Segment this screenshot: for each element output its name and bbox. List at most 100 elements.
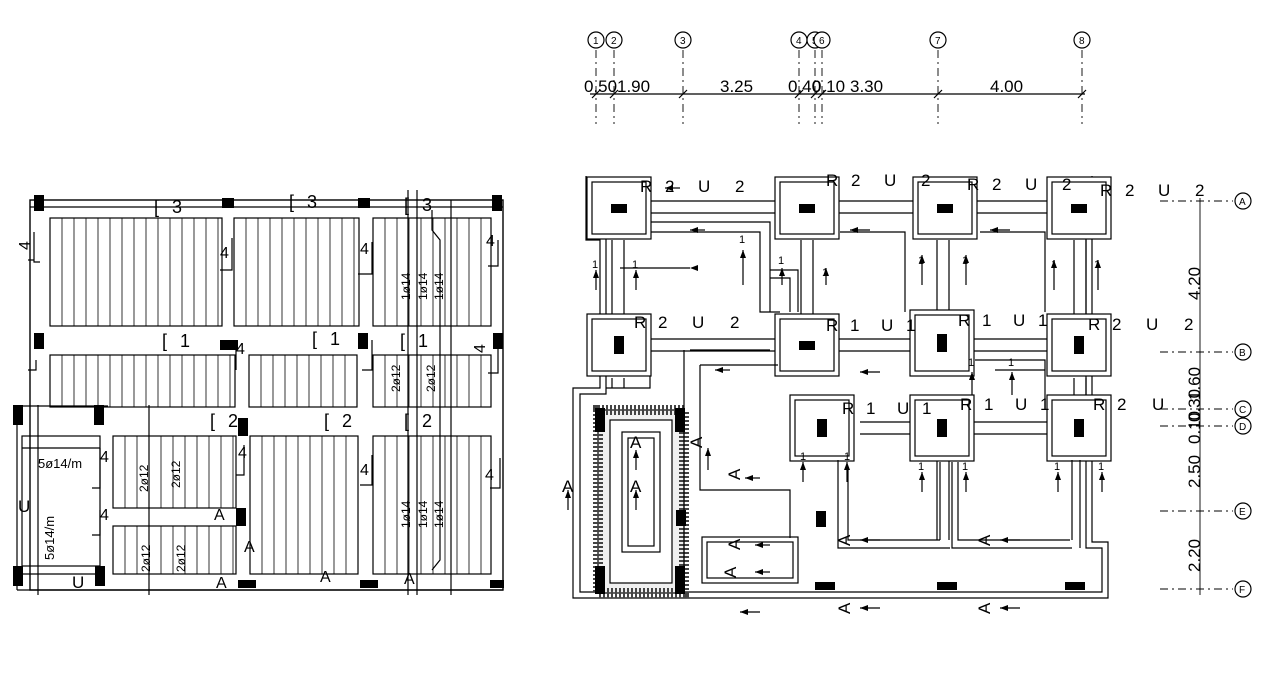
arrow-head — [844, 462, 850, 470]
pedestal — [937, 419, 947, 437]
bar-label: 1ø14 — [416, 500, 430, 528]
section-mark: 1 — [739, 234, 745, 246]
footing-mark: U — [1146, 315, 1158, 334]
strip-bracket: [ — [162, 331, 167, 351]
footing-mark: 2 — [1062, 175, 1071, 194]
strip-mark: 2 — [228, 411, 238, 431]
arrow-head — [593, 270, 599, 278]
slab-panel — [372, 354, 492, 408]
slab-plan — [13, 190, 504, 595]
grid-bubble-label: B — [1239, 348, 1246, 359]
arrow-head — [633, 490, 639, 498]
bar-label: A — [404, 571, 415, 588]
bar-label: A — [320, 569, 331, 586]
grid-bubble-label: D — [1239, 422, 1246, 433]
pedestal — [937, 334, 947, 352]
grid-bubble — [605, 31, 623, 49]
arrow-head — [860, 605, 868, 611]
footing-inner — [917, 181, 973, 235]
section-mark: 1 — [968, 357, 974, 369]
grid-bubble — [929, 31, 947, 49]
arrow-head — [969, 372, 975, 380]
side-dim-text: 2.20 — [1185, 539, 1204, 572]
strip-bracket: [ — [210, 411, 215, 431]
footing-mark: R — [960, 395, 972, 414]
footing-mark: R — [634, 313, 646, 332]
dim-text: 0.50 — [584, 77, 617, 96]
pedestal — [611, 204, 627, 213]
arrow-head — [963, 472, 969, 480]
arrow-head — [705, 448, 711, 456]
bar-label: 2ø12 — [169, 460, 183, 488]
pedestal — [1074, 419, 1084, 437]
arrow-head — [633, 450, 639, 458]
footing-mark: 2 — [1112, 315, 1121, 334]
footing-mark: R — [826, 316, 838, 335]
dim-text: 3.25 — [720, 77, 753, 96]
footing-mark: U — [897, 399, 909, 418]
footing-inner — [591, 181, 647, 235]
grid-bubble-label: 6 — [819, 36, 825, 47]
beam-line — [650, 221, 771, 312]
arrow-head — [755, 569, 763, 575]
arrow-head — [1099, 472, 1105, 480]
slab-panel — [112, 525, 237, 575]
footing-inner — [914, 314, 970, 372]
slab-panel — [49, 217, 223, 327]
beam-line — [770, 277, 791, 312]
arrow-head — [800, 462, 806, 470]
arrow-head — [1095, 260, 1101, 268]
grid-bubble — [587, 31, 605, 49]
strip-mark-4: 4 — [100, 507, 109, 524]
bar-label: 2ø12 — [424, 364, 438, 392]
section-mark: A — [835, 534, 854, 546]
strip-mark-4: 4 — [360, 462, 369, 479]
grid-bubble — [1234, 417, 1252, 435]
footing — [586, 176, 652, 240]
footing-mark: R — [1088, 315, 1100, 334]
footing-mark: U — [692, 313, 704, 332]
bar-label: 1ø14 — [432, 272, 446, 300]
section-mark: 1 — [1008, 357, 1014, 369]
strip-mark-4: 4 — [472, 344, 489, 353]
strip-mark: 2 — [422, 411, 432, 431]
grid-bubble-label: 1 — [593, 36, 599, 47]
arrow-head — [860, 537, 868, 543]
arrow-head — [755, 542, 763, 548]
side-dim-text: 2.50 — [1185, 455, 1204, 488]
footing-mark: 2 — [730, 313, 739, 332]
section-mark: A — [721, 566, 740, 578]
footing-mark: U — [1015, 395, 1027, 414]
strip-bracket: [ — [404, 195, 409, 215]
bar-label: A — [214, 507, 225, 524]
arrow-head — [633, 270, 639, 278]
grid-bubble-label: 2 — [611, 36, 617, 47]
section-mark: 1 — [918, 461, 924, 473]
bar-label: 1ø14 — [416, 272, 430, 300]
arrow-head — [690, 227, 698, 233]
grid-bubble-label: A — [1239, 197, 1246, 208]
footing-mark: 1 — [1038, 311, 1047, 330]
grid-bubble-label: 3 — [680, 36, 686, 47]
foundation-plan — [565, 50, 1233, 615]
footing-mark: 2 — [851, 171, 860, 190]
footing-inner — [779, 318, 835, 372]
footing-mark: 1 — [850, 316, 859, 335]
strip-bracket: [ — [400, 331, 405, 351]
bar-label: 5ø14/m — [38, 456, 82, 471]
grid-bubble — [674, 31, 692, 49]
footing-inner — [1051, 399, 1107, 457]
arrow-head — [860, 369, 868, 375]
footing-mark: R — [958, 311, 970, 330]
bar-label: U — [18, 497, 30, 516]
slab-panel — [248, 354, 358, 408]
grid-bubble — [1234, 502, 1252, 520]
beam-line — [770, 269, 799, 312]
footing-mark: 1 — [984, 395, 993, 414]
section-mark: 1 — [1051, 259, 1057, 271]
footing-mark: U — [698, 177, 710, 196]
footing-mark: 2 — [1184, 315, 1193, 334]
side-dim-text: 0.10 — [1185, 411, 1204, 444]
grid-bubble-label: 8 — [1079, 36, 1085, 47]
